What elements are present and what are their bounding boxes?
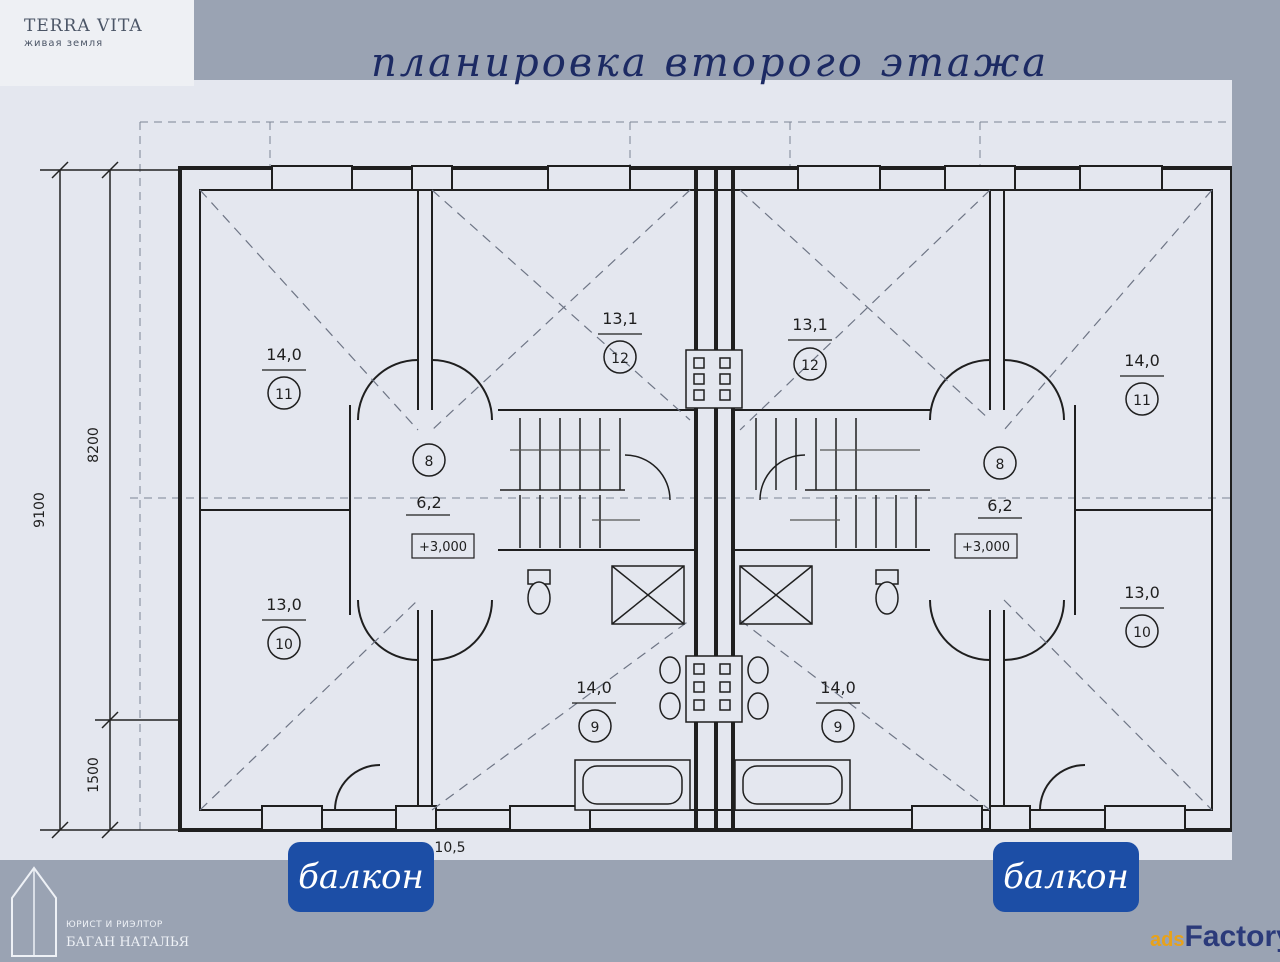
agent-badge: ЮРИСТ И РИЭЛТОР БАГАН НАТАЛЬЯ xyxy=(4,848,204,958)
room-num-right-12: 12 xyxy=(801,358,819,374)
brand-tagline: живая земля xyxy=(24,38,104,49)
room-area-right-8: 6,2 xyxy=(987,496,1012,515)
page-title: планировка второго этажа xyxy=(370,40,1050,86)
room-area-left-8: 6,2 xyxy=(416,493,441,512)
brand-logo: TERRA VITA живая земля xyxy=(0,0,194,86)
room-area-left-12: 13,1 xyxy=(602,309,638,328)
balcony-right-button[interactable]: балкон xyxy=(993,842,1139,912)
vent-blocks xyxy=(659,349,769,723)
watermark-part2: Factory xyxy=(1184,920,1280,953)
windows xyxy=(261,165,1186,831)
room-area-left-10: 13,0 xyxy=(266,595,302,614)
room-num-left-10: 10 xyxy=(275,637,293,653)
level-mark-right: +3,000 xyxy=(962,540,1010,555)
agent-role: ЮРИСТ И РИЭЛТОР xyxy=(66,920,163,930)
bathtubs xyxy=(574,759,851,811)
area-underlines xyxy=(262,333,1164,704)
brand-name: TERRA VITA xyxy=(24,16,143,36)
plan-labels: 14,0 11 13,1 12 6,2 8 13,0 10 14,0 9 +3,… xyxy=(32,309,1160,856)
room-area-right-12: 13,1 xyxy=(792,315,828,334)
agent-name: БАГАН НАТАЛЬЯ xyxy=(66,935,190,950)
stair-arrows xyxy=(510,449,920,521)
room-diagonals xyxy=(199,189,1213,811)
room-area-right-10: 13,0 xyxy=(1124,583,1160,602)
stairs xyxy=(500,418,930,548)
bottom-fragment-label: 10,5 xyxy=(434,840,465,856)
room-num-right-10: 10 xyxy=(1133,625,1151,641)
room-area-right-11: 14,0 xyxy=(1124,351,1160,370)
room-area-left-11: 14,0 xyxy=(266,345,302,364)
room-number-circles xyxy=(267,340,1159,743)
dim-balcony: 1500 xyxy=(86,757,102,793)
toilets xyxy=(527,569,899,615)
balcony-left-button[interactable]: балкон xyxy=(288,842,434,912)
level-mark-left: +3,000 xyxy=(419,540,467,555)
dim-overall: 9100 xyxy=(32,492,48,528)
room-area-left-9: 14,0 xyxy=(576,678,612,697)
room-area-right-9: 14,0 xyxy=(820,678,856,697)
paper-sheet xyxy=(0,80,1232,860)
room-num-right-8: 8 xyxy=(996,457,1005,473)
level-boxes xyxy=(411,533,1018,559)
room-num-right-11: 11 xyxy=(1133,393,1151,409)
hall-arcs xyxy=(334,359,1086,811)
house-outline-icon xyxy=(11,866,57,957)
shafts xyxy=(611,565,813,625)
room-num-right-9: 9 xyxy=(834,720,843,736)
watermark-part1: ads xyxy=(1150,929,1185,951)
adsfactory-watermark: adsFactory xyxy=(1150,920,1280,960)
room-num-left-9: 9 xyxy=(591,720,600,736)
room-num-left-11: 11 xyxy=(275,387,293,403)
dimension-lines xyxy=(40,161,180,839)
room-num-left-8: 8 xyxy=(425,454,434,470)
dim-main: 8200 xyxy=(86,427,102,463)
room-num-left-12: 12 xyxy=(611,351,629,367)
